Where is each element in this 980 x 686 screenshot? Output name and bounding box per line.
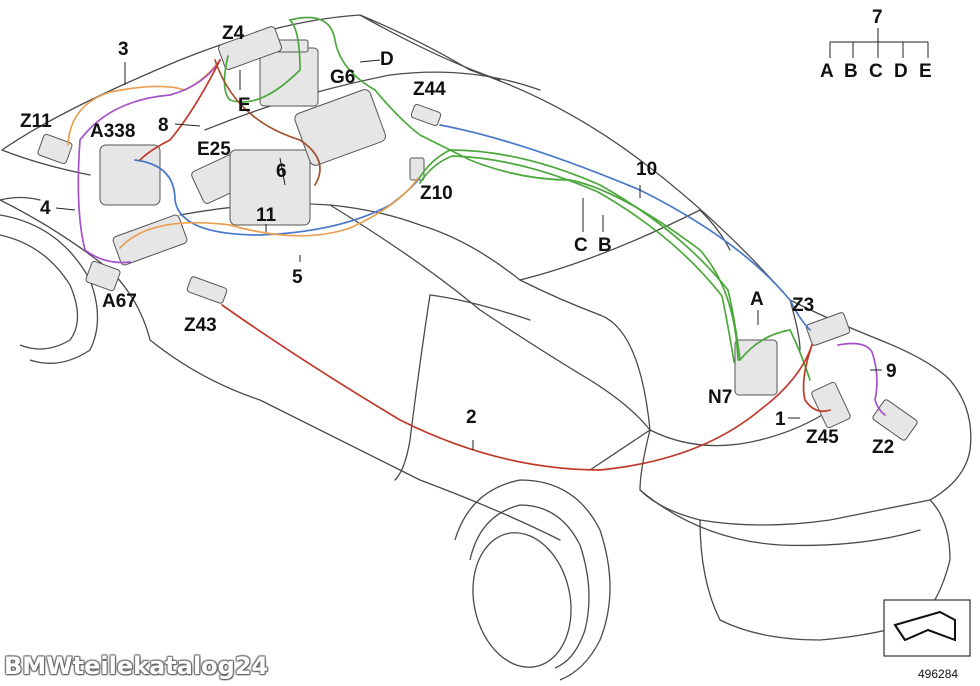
label-z45: Z45 bbox=[806, 427, 839, 448]
label-a338: A338 bbox=[90, 121, 136, 142]
part-z3 bbox=[805, 312, 851, 346]
label-n7: N7 bbox=[708, 387, 733, 408]
label-z3: Z3 bbox=[792, 295, 815, 316]
label-z11: Z11 bbox=[20, 111, 52, 132]
part-z10 bbox=[409, 157, 425, 181]
label-7: 7 bbox=[872, 7, 883, 28]
part-z45 bbox=[811, 381, 851, 429]
label-6: 6 bbox=[276, 161, 287, 182]
label-e25: E25 bbox=[197, 139, 231, 160]
wire-purple-4 bbox=[77, 59, 221, 264]
part-6 bbox=[229, 149, 311, 226]
legend-c: C bbox=[869, 61, 883, 82]
label-a67: A67 bbox=[102, 291, 137, 312]
wire-brown bbox=[214, 59, 321, 186]
label-z10: Z10 bbox=[420, 183, 453, 204]
label-a: A bbox=[750, 289, 764, 310]
label-1: 1 bbox=[775, 409, 786, 430]
wire-red-2 bbox=[221, 304, 813, 471]
leader-lines bbox=[55, 28, 929, 450]
wire-blue-2 bbox=[439, 124, 811, 331]
label-e: E bbox=[238, 95, 251, 116]
battery-g6 bbox=[259, 47, 319, 107]
label-8: 8 bbox=[158, 115, 169, 136]
watermark: BMWteilekatalog24 bbox=[4, 652, 269, 680]
part-11 bbox=[112, 214, 188, 266]
label-c: C bbox=[574, 235, 588, 256]
diagram-id: 496284 bbox=[918, 667, 959, 681]
label-z4: Z4 bbox=[222, 23, 245, 44]
wire-green-c2 bbox=[419, 155, 735, 363]
part-z2 bbox=[872, 399, 918, 441]
label-11: 11 bbox=[256, 205, 277, 226]
wire-purple-9 bbox=[837, 342, 886, 416]
legend-a: A bbox=[820, 61, 834, 82]
legend-b: B bbox=[844, 61, 858, 82]
label-5: 5 bbox=[292, 267, 303, 288]
label-9: 9 bbox=[886, 361, 897, 382]
part-z4 bbox=[217, 26, 283, 70]
legend-e: E bbox=[919, 61, 932, 82]
wire-red-1 bbox=[802, 344, 831, 413]
label-z2: Z2 bbox=[872, 437, 895, 458]
label-d: D bbox=[380, 49, 394, 70]
rear-wheel bbox=[454, 479, 611, 681]
wire-green-c1 bbox=[417, 149, 741, 361]
car-outline bbox=[0, 14, 972, 641]
components bbox=[37, 26, 918, 441]
legend-d: D bbox=[894, 61, 908, 82]
label-z44: Z44 bbox=[413, 79, 446, 100]
part-a338 bbox=[99, 144, 161, 206]
part-z43 bbox=[186, 276, 228, 304]
wires bbox=[67, 16, 886, 471]
label-4: 4 bbox=[40, 198, 51, 219]
label-3: 3 bbox=[118, 39, 129, 60]
label-10: 10 bbox=[636, 159, 658, 180]
view-direction-arrow-icon bbox=[883, 599, 971, 657]
part-n7 bbox=[734, 339, 778, 396]
part-z11 bbox=[37, 133, 73, 165]
label-2: 2 bbox=[466, 407, 477, 428]
label-g6: G6 bbox=[330, 67, 356, 88]
part-z44 bbox=[410, 103, 442, 127]
wire-red-8 bbox=[139, 59, 221, 161]
wire-orange-5 bbox=[119, 177, 419, 249]
label-z43: Z43 bbox=[184, 315, 217, 336]
front-wheel bbox=[0, 214, 99, 364]
part-a67 bbox=[85, 260, 121, 292]
label-b: B bbox=[598, 235, 612, 256]
